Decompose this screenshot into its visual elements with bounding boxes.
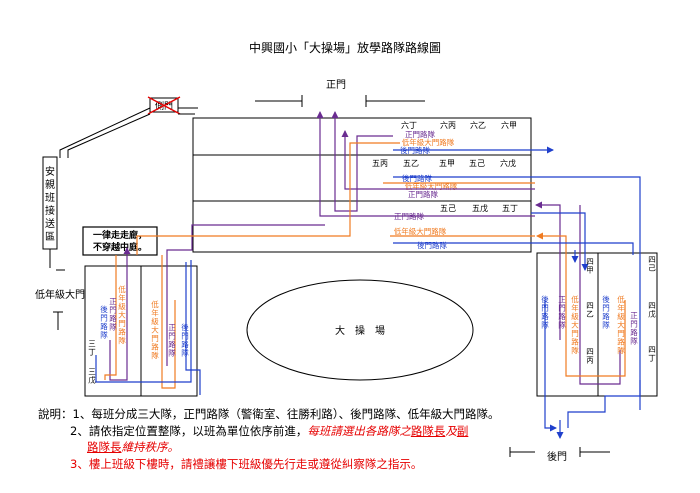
route-label-main: 正門路隊 bbox=[408, 189, 438, 199]
class-label: 五己 bbox=[469, 159, 485, 168]
class-label: 五乙 bbox=[403, 159, 419, 168]
class-label: 五己 bbox=[440, 204, 456, 213]
side-gate: 側門 bbox=[147, 96, 181, 115]
route-label-main: 正門路隊 bbox=[405, 129, 435, 139]
note-3-leader: 路隊長 bbox=[87, 440, 122, 454]
note-line-4: 3、樓上班級下樓時，請禮讓樓下班級優先行走或遵從糾察隊之指示。 bbox=[70, 456, 422, 472]
class-label: 五甲 bbox=[439, 159, 455, 168]
notice-line-2: 不穿越中庭。 bbox=[93, 241, 147, 253]
right-vertical-labels: 後門路隊 正門路隊 低年級大門路隊 後門路隊 低年級大門路隊 正門路隊 四甲 四… bbox=[541, 255, 656, 365]
route-label-back: 後門路隊 bbox=[417, 240, 447, 250]
class-vertical-label: 四丙 bbox=[586, 347, 594, 365]
main-gate-posts bbox=[255, 95, 425, 107]
route-label-back: 後門路隊 bbox=[402, 173, 432, 183]
fence-lines bbox=[59, 107, 198, 158]
vertical-route-label: 正門路隊 bbox=[558, 295, 566, 330]
back-route-arrow bbox=[95, 260, 192, 383]
main-route-arrow bbox=[316, 111, 535, 217]
main-route-arrow bbox=[109, 247, 131, 381]
route-label-low: 低年級大門路隊 bbox=[402, 137, 455, 147]
back-gate-label: 後門 bbox=[547, 450, 567, 463]
low-grade-gate-label: 低年級大門 bbox=[35, 288, 85, 301]
note-line-1: 說明：1、每班分成三大隊，正門路隊（警衛室、往勝利路）、後門路隊、低年級大門路隊… bbox=[38, 407, 500, 421]
back-route-arrow bbox=[544, 300, 557, 432]
note-2-text: 請依指定位置整隊，以班為單位依序前進， bbox=[88, 424, 308, 438]
class-label: 六戊 bbox=[500, 158, 516, 168]
vertical-route-label: 低年級大門路隊 bbox=[151, 299, 159, 360]
class-labels: 六丁 六丙 六乙 六甲 五丙 五乙 五甲 五己 六戊 五己 五戊 五丁 bbox=[372, 120, 518, 213]
vertical-route-label: 低年級大門路隊 bbox=[617, 294, 625, 355]
back-gate-posts bbox=[509, 447, 610, 457]
back-route-arrow bbox=[393, 242, 634, 255]
note-2-and: 及 bbox=[445, 424, 457, 438]
route-arrows bbox=[95, 111, 641, 439]
main-route-arrow bbox=[166, 224, 325, 366]
main-route-arrow bbox=[341, 130, 535, 190]
back-route-arrow bbox=[185, 262, 201, 395]
vertical-route-label: 後門路隊 bbox=[602, 294, 610, 330]
diagram-title: 中興國小「大操場」放學路隊路線圖 bbox=[249, 40, 441, 55]
vertical-route-label: 低年級大門路隊 bbox=[118, 284, 126, 345]
back-route-arrow bbox=[531, 212, 589, 271]
low-route-arrow bbox=[136, 142, 400, 255]
note-4-text: 樓上班級下樓時，請禮讓樓下班級優先行走或遵從糾察隊之指示。 bbox=[88, 457, 423, 471]
pickup-area-label: 安親班接送區 bbox=[45, 165, 55, 243]
main-route-arrow bbox=[579, 205, 621, 385]
main-route-arrow bbox=[331, 111, 393, 212]
playground-label: 大 操 場 bbox=[335, 324, 385, 337]
notice-box bbox=[82, 226, 158, 256]
note-2-emphasis: 每班請選出各路隊之 bbox=[307, 424, 411, 438]
class-vertical-label: 四丁 bbox=[648, 345, 656, 363]
note-2-vice: 副 bbox=[456, 424, 469, 438]
class-vertical-label: 四甲 bbox=[586, 257, 594, 275]
note-line-3: 路隊長維持秩序。 bbox=[87, 439, 179, 455]
class-label: 六甲 bbox=[501, 120, 517, 130]
class-label: 五戊 bbox=[472, 203, 488, 213]
class-label: 五丁 bbox=[502, 204, 518, 213]
vertical-route-label: 後門路隊 bbox=[541, 294, 549, 330]
class-vertical-label: 四己 bbox=[648, 255, 656, 273]
class-vertical-label: 三戊 bbox=[88, 367, 96, 385]
class-vertical-label: 四戊 bbox=[648, 301, 656, 319]
note-line-2: 2、請依指定位置整隊，以班為單位依序前進，每班請選出各路隊之路隊長及副 bbox=[70, 423, 468, 439]
low-route-arrow bbox=[104, 255, 117, 380]
low-route-arrow bbox=[536, 232, 626, 377]
back-route-arrow bbox=[567, 380, 641, 428]
playground bbox=[246, 279, 474, 381]
class-vertical-label: 三丁 bbox=[88, 339, 96, 357]
low-route-arrow bbox=[161, 255, 176, 389]
vertical-route-label: 正門路隊 bbox=[109, 297, 117, 332]
vertical-route-label: 後門路隊 bbox=[181, 322, 189, 358]
class-label: 六丁 bbox=[401, 120, 417, 130]
vertical-route-label: 正門路隊 bbox=[168, 323, 176, 358]
main-building bbox=[192, 117, 532, 253]
note-2-leader: 路隊長 bbox=[410, 424, 446, 438]
vertical-route-label: 後門路隊 bbox=[100, 304, 108, 340]
vertical-route-label: 正門路隊 bbox=[630, 311, 638, 346]
note-4-number: 3、 bbox=[70, 457, 89, 471]
right-building bbox=[536, 252, 658, 397]
route-label-low: 低年級大門路隊 bbox=[405, 181, 458, 191]
left-vertical-labels: 低年級大門路隊 正門路隊 後門路隊 低年級大門路隊 正門路隊 後門路隊 三丁 三… bbox=[88, 284, 189, 385]
class-label: 五丙 bbox=[372, 159, 388, 168]
main-gate-label: 正門 bbox=[326, 79, 346, 91]
left-building bbox=[84, 265, 198, 397]
vertical-route-label: 低年級大門路隊 bbox=[571, 294, 579, 355]
route-label-low: 低年級大門路隊 bbox=[394, 226, 447, 236]
note-2-number: 2、 bbox=[70, 424, 89, 438]
class-label: 六丙 bbox=[440, 120, 456, 130]
main-route-arrow bbox=[535, 201, 561, 340]
back-route-arrow bbox=[393, 176, 641, 410]
note-3-order: 維持秩序。 bbox=[121, 440, 180, 454]
class-label: 六乙 bbox=[470, 120, 486, 130]
notice-line-1: 一律走走廊， bbox=[93, 229, 147, 241]
class-vertical-label: 四乙 bbox=[586, 301, 594, 319]
